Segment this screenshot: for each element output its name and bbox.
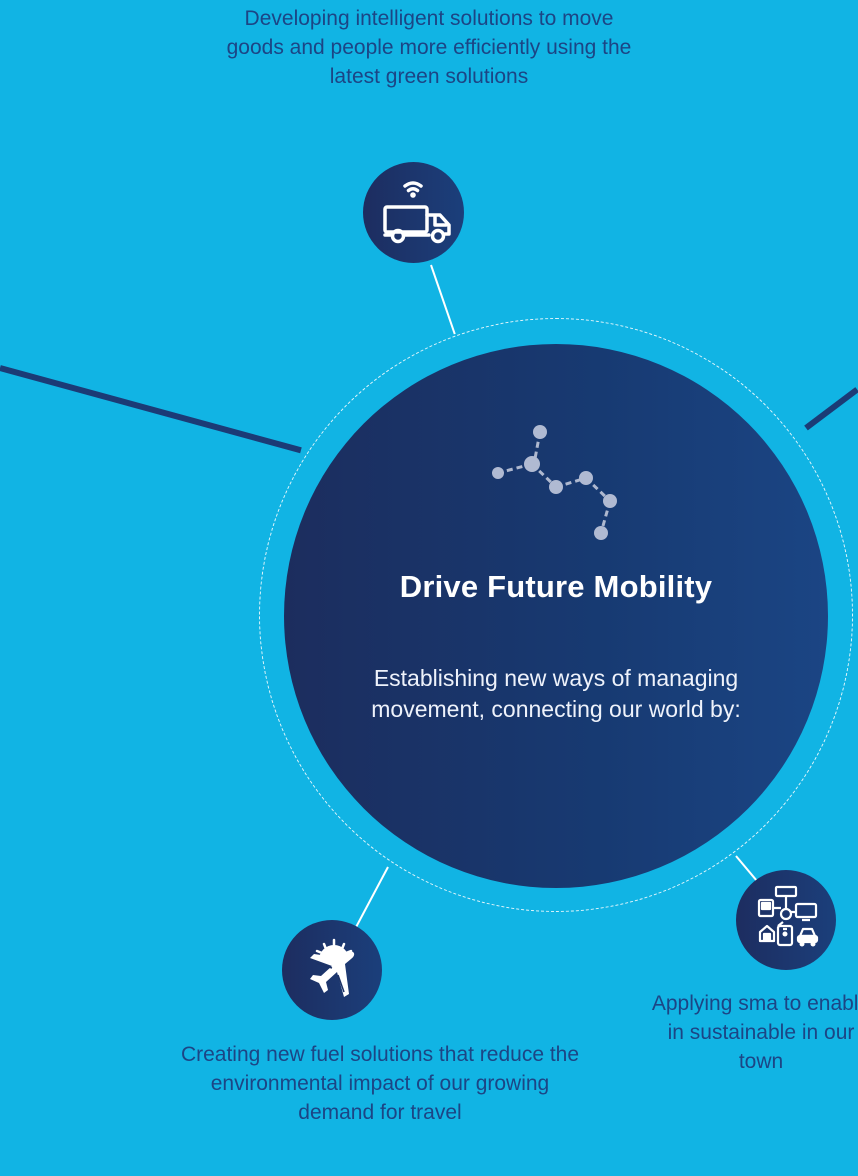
- bottom-left-icon-circle: [282, 920, 382, 1020]
- bottom-right-icon-circle: [736, 870, 836, 970]
- top-icon-circle: [363, 162, 464, 263]
- main-circle: Drive Future Mobility Establishing new w…: [284, 344, 828, 888]
- connected-truck-icon: [383, 181, 451, 244]
- dashed-outer-ring: [259, 318, 853, 912]
- main-title: Drive Future Mobility: [399, 569, 713, 604]
- main-subtitle: Establishing new ways of managing moveme…: [371, 665, 741, 722]
- left-connector-line: [0, 365, 302, 454]
- bottom-left-item-text: Creating new fuel solutions that reduce …: [180, 1043, 580, 1124]
- top-item-text: Developing intelligent solutions to move…: [226, 7, 632, 88]
- bottom-right-item-text: Applying sma to enable in sustainable in…: [651, 992, 858, 1073]
- smart-city-network-icon: [757, 885, 819, 947]
- solar-plane-icon: [310, 938, 355, 997]
- top-connector-line: [430, 264, 456, 335]
- network-path-icon: [492, 425, 617, 540]
